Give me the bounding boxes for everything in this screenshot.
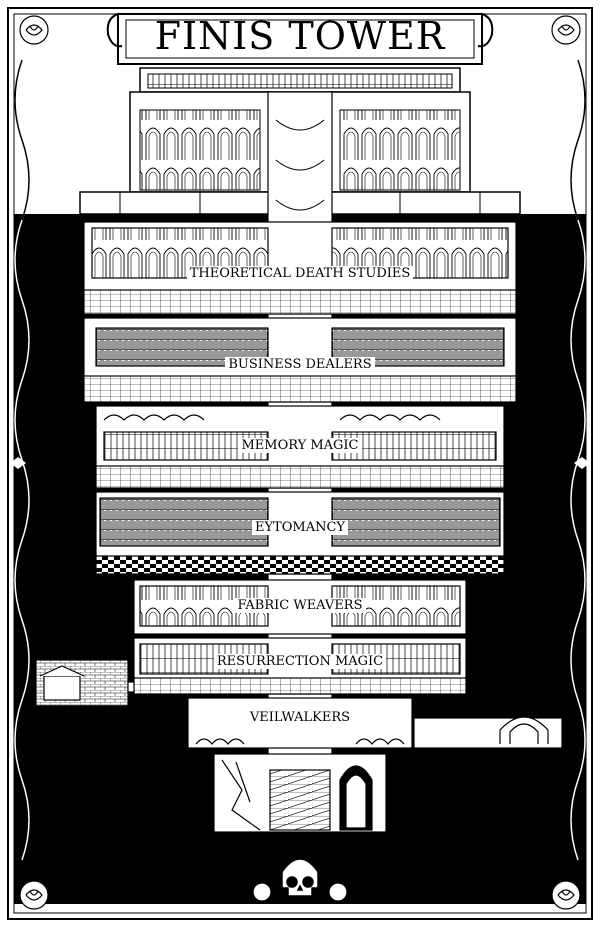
scroll-banner-icon <box>106 13 494 65</box>
floor-label-fabric-weavers: FABRIC WEAVERS <box>150 598 450 614</box>
floor-label-veilwalkers: VEILWALKERS <box>150 710 450 726</box>
page-title: FINIS TOWER <box>154 14 446 58</box>
floor-label-eytomancy: EYTOMANCY <box>150 520 450 536</box>
floor-label-business-dealers: BUSINESS DEALERS <box>150 357 450 373</box>
floor-label-resurrection-magic: RESURRECTION MAGIC <box>150 654 450 670</box>
side-ornament <box>10 457 590 469</box>
floor-label-theoretical-death-studies: THEORETICAL DEATH STUDIES <box>150 266 450 282</box>
floor-crypt <box>213 753 387 833</box>
side-chamber-right <box>413 716 563 749</box>
floor-eytomancy <box>95 491 505 575</box>
floor-label-memory-magic: MEMORY MAGIC <box>150 438 450 454</box>
floor-theoretical-death-studies <box>83 221 517 315</box>
skull-icon <box>281 858 319 900</box>
side-vault-left <box>35 659 135 707</box>
rose-icon <box>19 15 581 910</box>
